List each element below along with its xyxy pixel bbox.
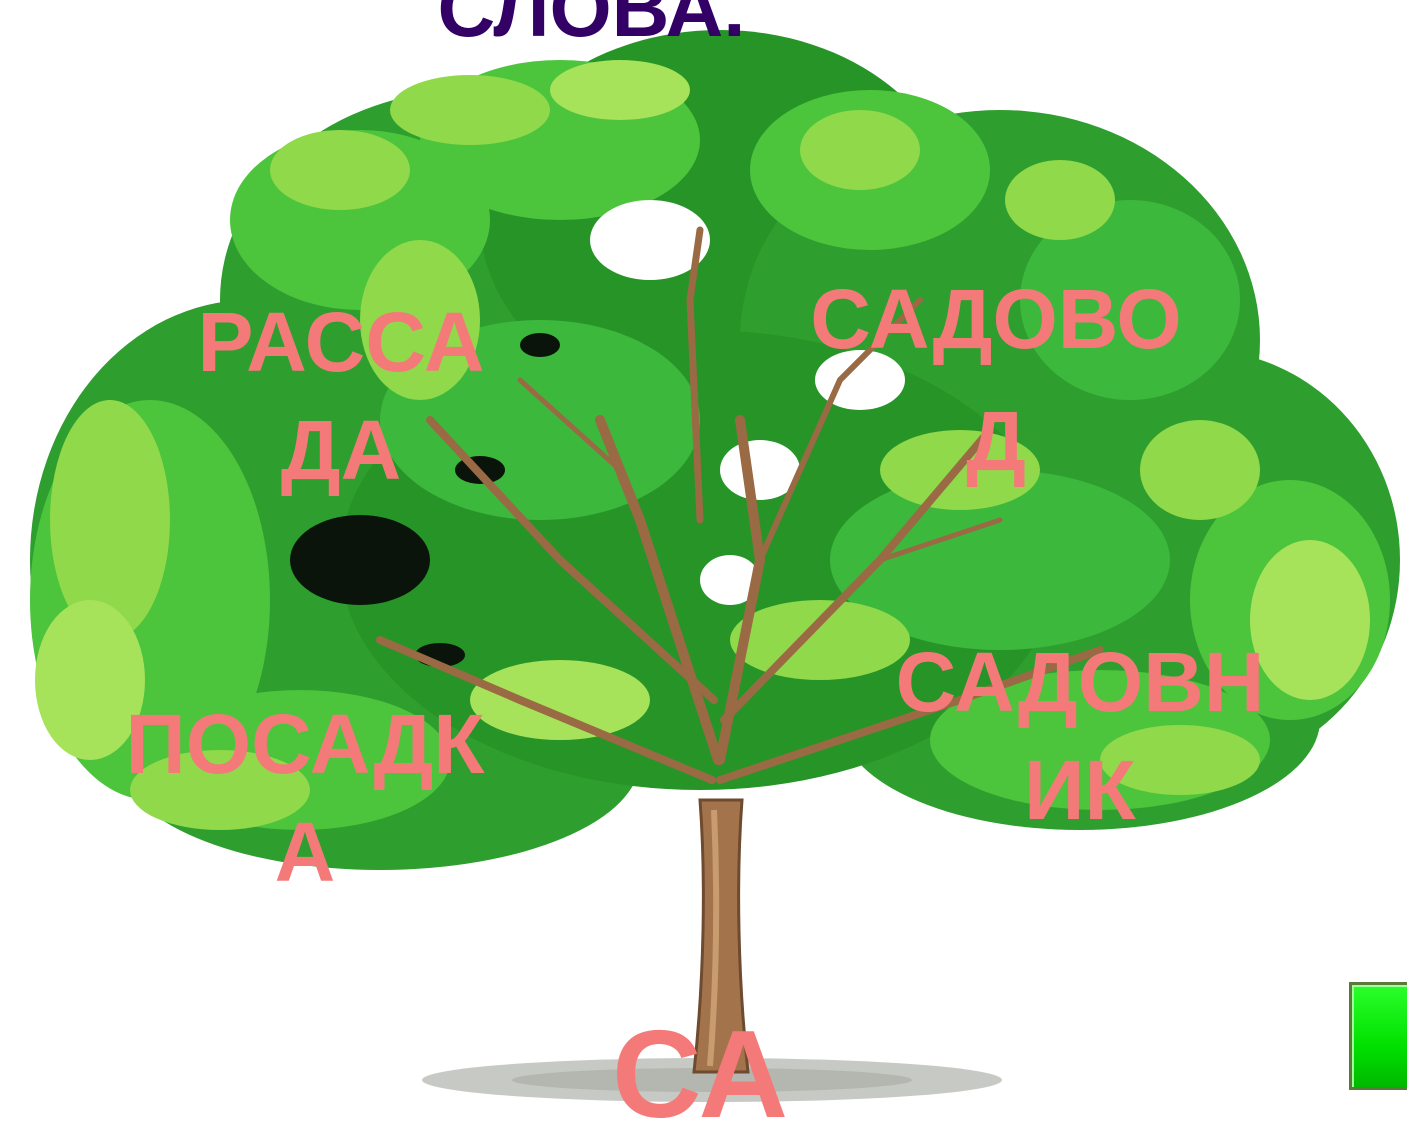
next-slide-button[interactable]: [1349, 982, 1407, 1090]
word-rassada[interactable]: РАССА ДА: [176, 288, 506, 504]
word-posadka[interactable]: ПОСАДК А: [100, 690, 510, 906]
word-sadovnik[interactable]: САДОВН ИК: [870, 628, 1290, 844]
word-root[interactable]: СА: [560, 1000, 840, 1128]
word-sadovod[interactable]: САДОВО Д: [786, 258, 1206, 502]
slide-title: СЛОВА.: [0, 0, 1295, 54]
